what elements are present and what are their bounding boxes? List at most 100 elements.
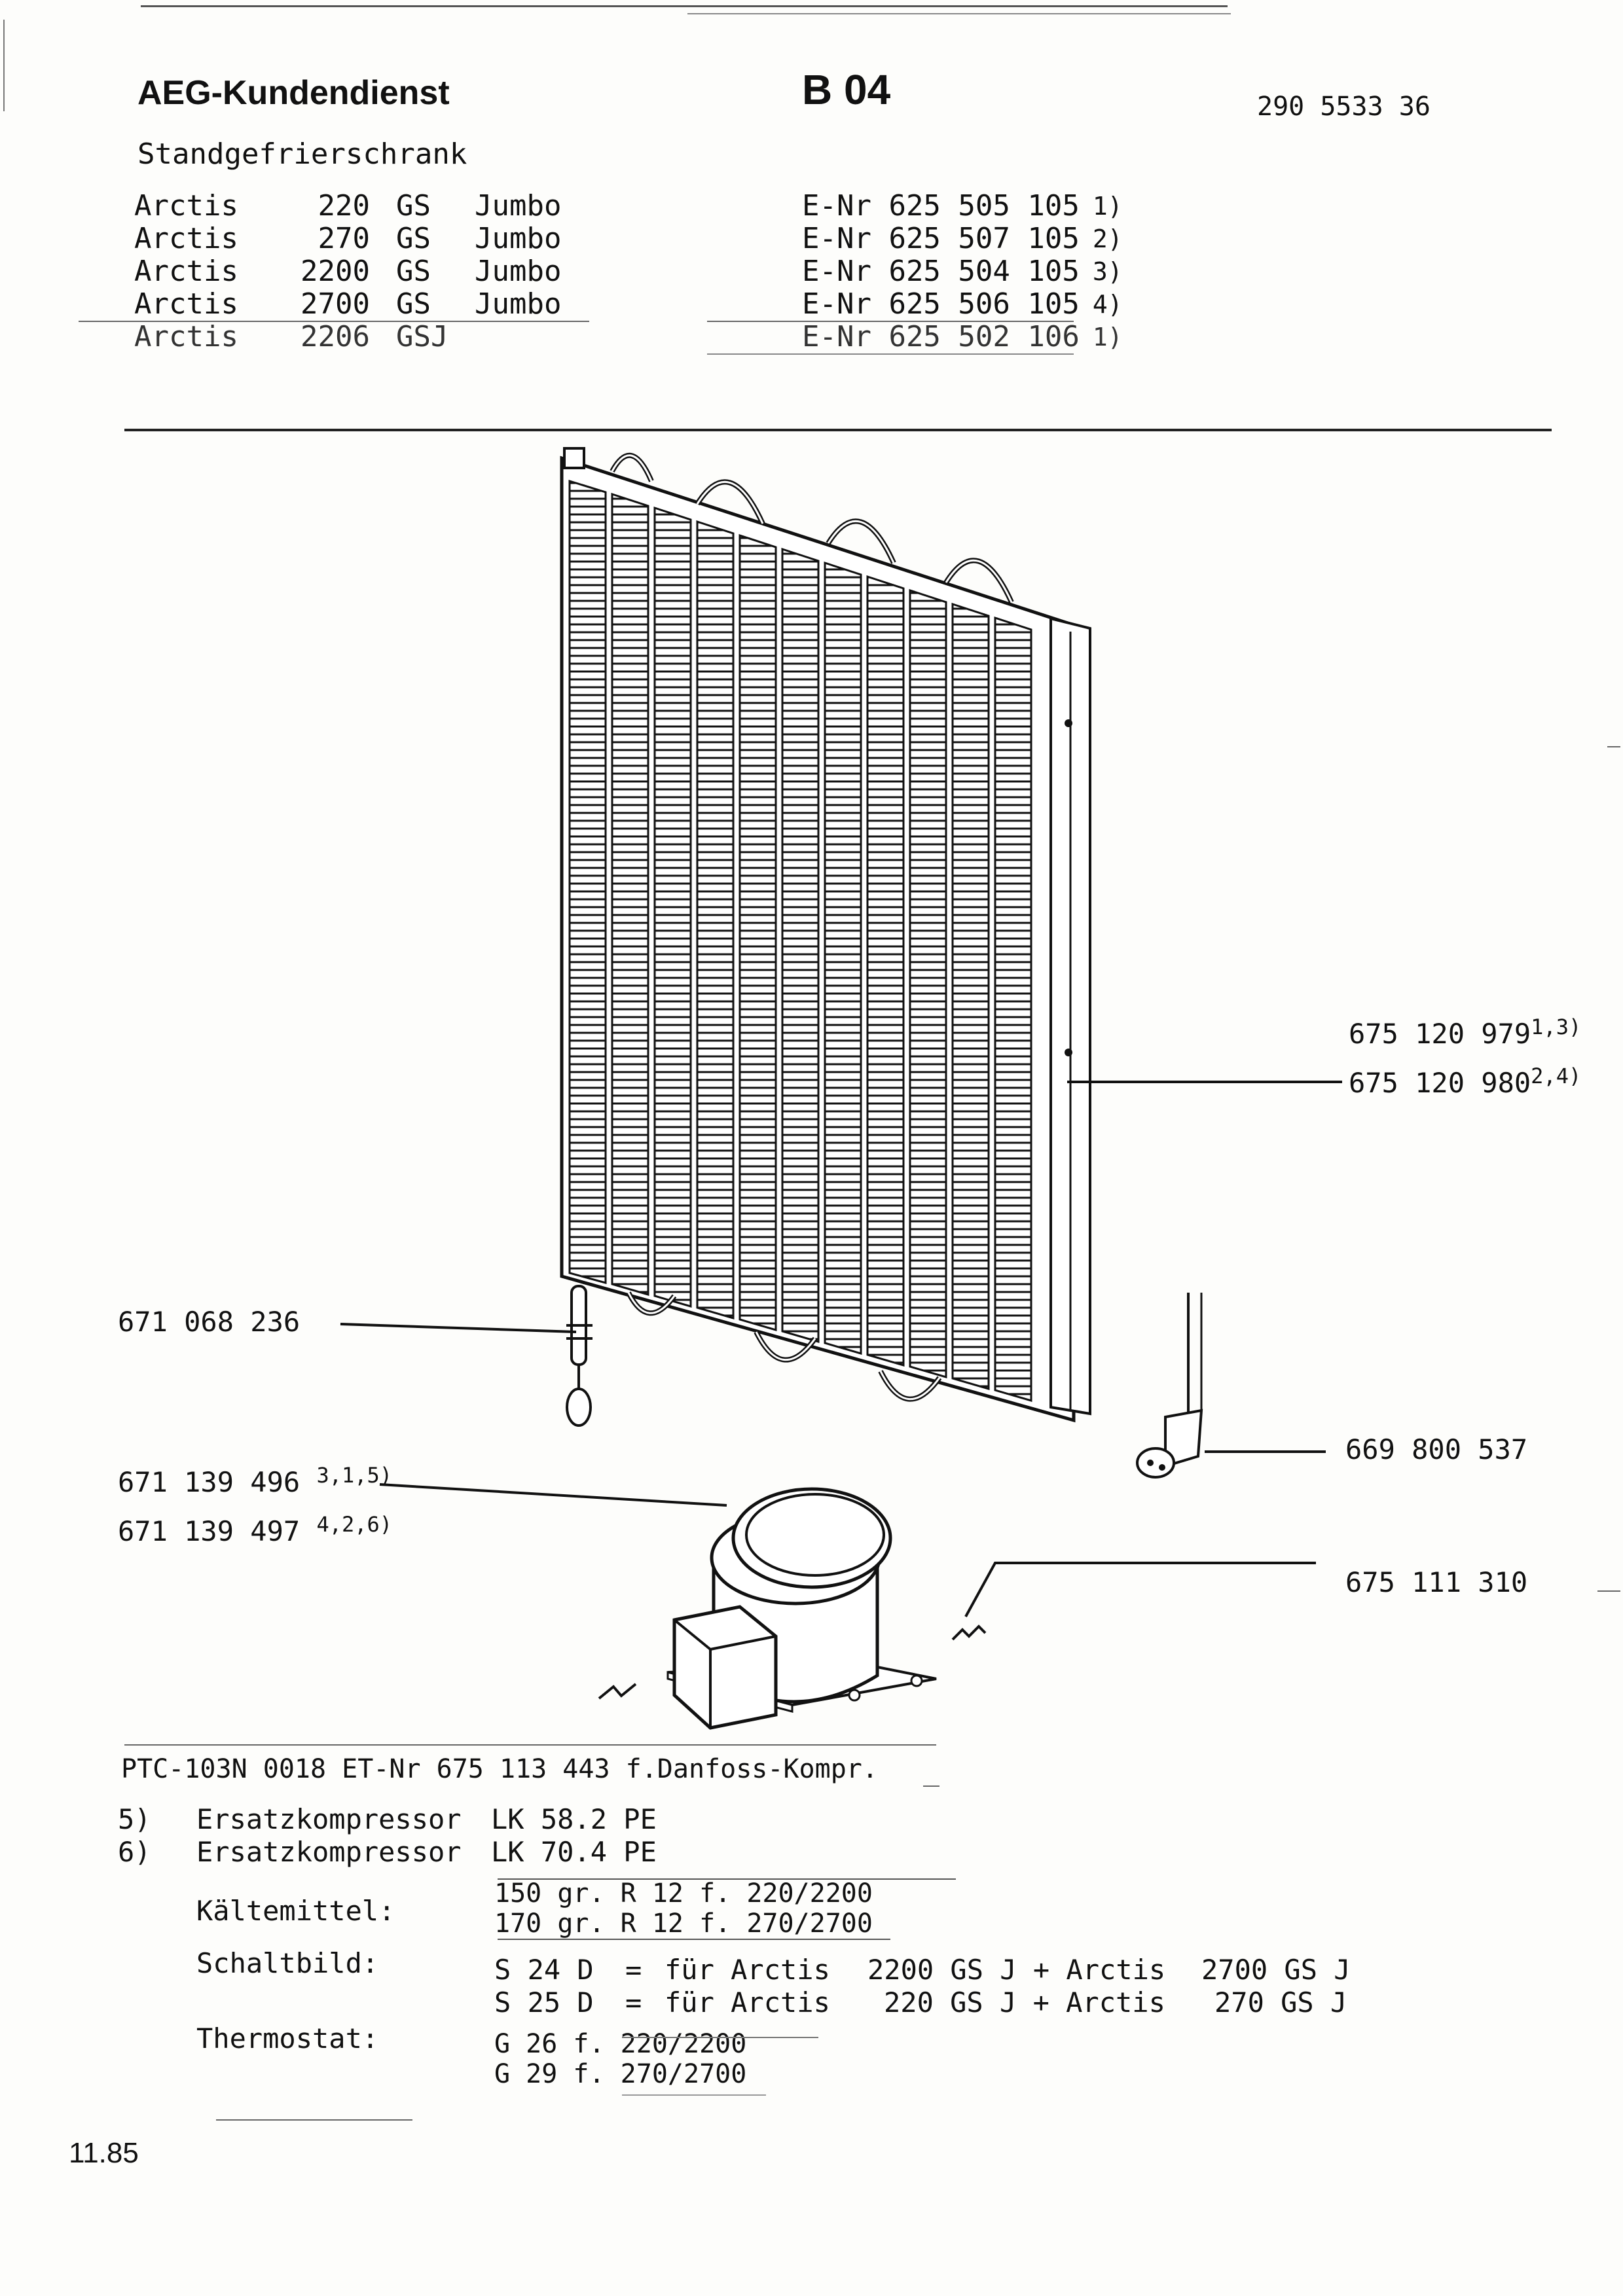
wiring-model-a: 2200 GS J + Arctis (867, 1954, 1166, 1986)
replacement-row: 5) Ersatzkompressor LK 58.2 PE (118, 1803, 657, 1836)
condenser-ref-2: 2,4) (1531, 1064, 1582, 1088)
model-name: Arctis (134, 255, 238, 288)
model-size: 2700 (301, 287, 370, 321)
model-type: GSJ (396, 320, 448, 353)
model-variant: Jumbo (475, 287, 562, 321)
power-plug (1136, 1293, 1203, 1479)
model-type: GS (396, 189, 431, 223)
scan-mark (3, 20, 5, 111)
condenser-panel (560, 447, 1091, 1423)
model-enr: E-Nr 625 502 106 (802, 320, 1080, 353)
model-row: Arctis 2206 GSJ E-Nr 625 502 106 1) (134, 321, 1123, 353)
row-underline (707, 321, 1074, 322)
model-type: GS (396, 222, 431, 255)
wiring-text: für Arctis (665, 1954, 830, 1986)
model-name: Arctis (134, 287, 238, 321)
model-ref: 2) (1092, 224, 1123, 253)
replacement-label: Ersatzkompressor (196, 1836, 462, 1868)
model-ref: 4) (1092, 290, 1123, 319)
wiring-model-b: 2700 GS J (1201, 1954, 1351, 1986)
wiring-text: für Arctis (665, 1986, 830, 2018)
wiring-line: S 25 D = für Arctis 220 GS J + Arctis 270 GS… (494, 1986, 1351, 2019)
model-variant: Jumbo (475, 189, 562, 223)
model-ref: 1) (1092, 323, 1123, 351)
leader-sensor (340, 1323, 577, 1333)
ptc-top-line (124, 1744, 936, 1746)
thermostat-label: Thermostat: (196, 2022, 379, 2054)
row-underline (79, 321, 589, 322)
model-type: GS (396, 287, 431, 321)
condenser-ref-1: 1,3) (1531, 1014, 1582, 1039)
thermo-sensor (566, 1285, 593, 1427)
refrigerant-label: Kältemittel: (196, 1895, 395, 1927)
leader-compressor (379, 1483, 727, 1507)
model-enr: E-Nr 625 505 105 (802, 189, 1080, 223)
top-scan-line (141, 5, 1228, 7)
scan-mark (1597, 1590, 1620, 1592)
model-name: Arctis (134, 222, 238, 255)
model-ref: 3) (1092, 257, 1123, 286)
thermostat-top-line (622, 2037, 818, 2038)
plug-part-number: 669 800 537 (1345, 1433, 1528, 1465)
refrigerant-line: 150 gr. R 12 f. 220/2200 (494, 1878, 873, 1909)
wiring-eq: = (625, 1986, 642, 2018)
replacement-value: LK 58.2 PE (491, 1803, 657, 1835)
clip-part-number: 675 111 310 (1345, 1566, 1528, 1598)
compressor-ref-2: 4,2,6) (316, 1512, 393, 1537)
model-name: Arctis (134, 189, 238, 223)
model-enr: E-Nr 625 506 105 (802, 287, 1080, 321)
model-row: Arctis 2700 GS Jumbo E-Nr 625 506 105 4) (134, 288, 1123, 321)
thermostat-values: G 26 f. 220/2200 G 29 f. 270/2700 (494, 2029, 746, 2089)
condenser-part-number-2: 675 120 980 (1349, 1067, 1531, 1099)
model-size: 220 (318, 189, 370, 223)
compressor-part-2: 671 139 497 4,2,6) (118, 1512, 393, 1547)
leader-clip (964, 1562, 1316, 1617)
wiring-line: S 24 D = für Arctis 2200 GS J + Arctis 2700 … (494, 1954, 1351, 1986)
model-row: Arctis 270 GS Jumbo E-Nr 625 507 105 2) (134, 223, 1123, 255)
replacement-ref: 5) (118, 1803, 151, 1835)
thermostat-bottom-line (622, 2094, 766, 2096)
replacement-ref: 6) (118, 1836, 151, 1868)
condenser-part-2: 675 120 9802,4) (1349, 1064, 1582, 1099)
model-size: 2200 (301, 255, 370, 288)
scan-mark (1607, 746, 1620, 747)
model-row: Arctis 2200 GS Jumbo E-Nr 625 504 105 3) (134, 255, 1123, 288)
model-row: Arctis 220 GS Jumbo E-Nr 625 505 105 1) (134, 190, 1123, 223)
replacement-label: Ersatzkompressor (196, 1803, 462, 1835)
model-name: Arctis (134, 320, 238, 353)
refrigerant-values: 150 gr. R 12 f. 220/2200 170 gr. R 12 f.… (494, 1878, 873, 1939)
wiring-model-a: 220 GS J + Arctis (884, 1986, 1165, 2018)
compressor-part-number-1: 671 139 496 (118, 1466, 301, 1498)
brand-title: AEG-Kundendienst (137, 74, 450, 112)
model-ref: 1) (1092, 192, 1123, 221)
header-divider (124, 429, 1552, 431)
wiring-values: S 24 D = für Arctis 2200 GS J + Arctis 2700 … (494, 1954, 1351, 2019)
wiring-label: Schaltbild: (196, 1947, 379, 1979)
compressor (598, 1487, 937, 1730)
replacement-list: 5) Ersatzkompressor LK 58.2 PE 6) Ersatzkom… (118, 1803, 657, 1869)
doc-number: 290 5533 36 (1257, 92, 1431, 122)
condenser-part-number-1: 675 120 979 (1349, 1018, 1531, 1050)
model-variant: Jumbo (475, 255, 562, 288)
footer-date: 11.85 (69, 2137, 139, 2169)
replacement-row: 6) Ersatzkompressor LK 70.4 PE (118, 1836, 657, 1869)
wiring-code: S 24 D (494, 1954, 594, 1986)
wiring-model-b: 270 GS J (1214, 1986, 1347, 2018)
condenser-part-1: 675 120 9791,3) (1349, 1014, 1581, 1050)
model-size: 270 (318, 222, 370, 255)
model-variant: Jumbo (475, 222, 562, 255)
refrigerant-bottom-line (498, 1939, 890, 1940)
replacement-value: LK 70.4 PE (491, 1836, 657, 1868)
wiring-code: S 25 D (494, 1986, 594, 2018)
compressor-part-number-2: 671 139 497 (118, 1515, 301, 1547)
model-size: 2206 (301, 320, 370, 353)
sheet-code: B 04 (802, 66, 891, 113)
model-enr: E-Nr 625 507 105 (802, 222, 1080, 255)
model-list: Arctis 220 GS Jumbo E-Nr 625 505 105 1) … (134, 190, 1123, 353)
model-enr: E-Nr 625 504 105 (802, 255, 1080, 288)
model-type: GS (396, 255, 431, 288)
ptc-note: PTC-103N 0018 ET-Nr 675 113 443 f.Danfos… (121, 1754, 878, 1784)
wiring-eq: = (625, 1954, 642, 1986)
compressor-part-1: 671 139 496 3,1,5) (118, 1463, 392, 1498)
